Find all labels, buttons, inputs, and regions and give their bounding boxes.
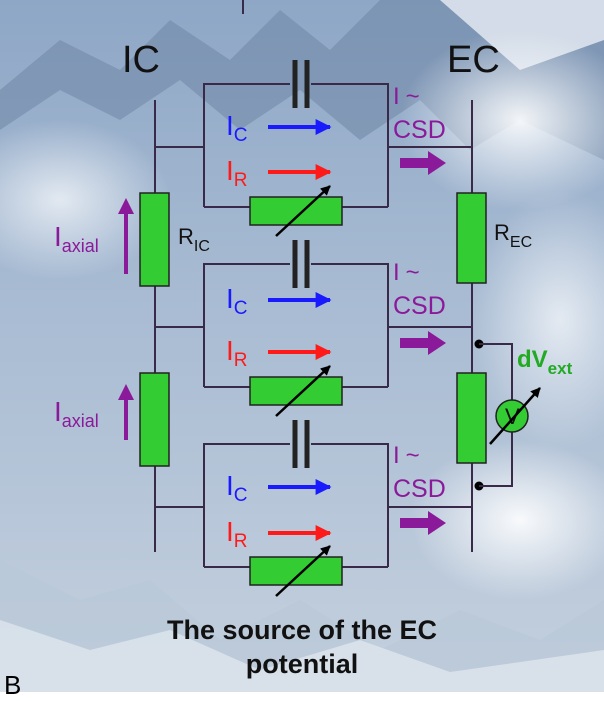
ec-resistor-lower xyxy=(456,372,487,464)
svg-text:CSD: CSD xyxy=(393,116,446,144)
axial-current-label-lower: Iaxial xyxy=(54,396,99,431)
axial-current-arrowhead-lower xyxy=(118,384,134,400)
axial-current-label-upper: Iaxial xyxy=(54,221,99,256)
svg-text:IR: IR xyxy=(226,516,248,552)
axial-current-arrowhead-upper xyxy=(118,198,134,214)
svg-text:I~: I~ xyxy=(393,442,420,469)
svg-text:I~: I~ xyxy=(393,259,420,286)
variable-resistor-3 xyxy=(249,556,343,586)
svg-text:IR: IR xyxy=(226,155,248,191)
variable-resistor-arrow-3 xyxy=(275,545,331,597)
variable-resistor-2 xyxy=(249,376,343,406)
svg-text:IC: IC xyxy=(226,470,248,506)
r-ec-label: REC xyxy=(494,220,532,251)
caption-line-1: The source of the EC xyxy=(166,615,438,645)
csd-label-segment-2: I~ CSD xyxy=(393,259,446,355)
membrane-segment-3 xyxy=(155,420,472,597)
variable-resistor-1 xyxy=(249,196,343,226)
r-ic-resistor xyxy=(139,192,170,287)
dv-ext-label: dVext xyxy=(517,346,573,378)
voltmeter-branch: V xyxy=(474,339,541,491)
panel-letter: B xyxy=(4,670,22,700)
svg-text:CSD: CSD xyxy=(393,475,446,503)
voltmeter-symbol xyxy=(495,399,529,433)
caption-line-2: potential xyxy=(245,649,359,679)
membrane-segment-1 xyxy=(155,60,472,237)
variable-resistor-arrow-1 xyxy=(275,185,331,237)
current-labels-segment-3: IC IR xyxy=(226,470,332,552)
r-ec-resistor xyxy=(456,192,487,284)
ic-label: IC xyxy=(122,39,160,81)
svg-text:CSD: CSD xyxy=(393,292,446,320)
r-ic-label: RIC xyxy=(178,224,210,255)
csd-label-segment-1: I~ CSD xyxy=(393,83,446,175)
ec-label: EC xyxy=(447,39,500,81)
svg-text:I~: I~ xyxy=(393,83,420,110)
membrane-segment-2 xyxy=(155,240,472,417)
variable-resistor-arrow-2 xyxy=(275,365,331,417)
current-labels-segment-1: IC IR xyxy=(226,110,332,191)
svg-text:IC: IC xyxy=(226,110,248,146)
svg-text:IC: IC xyxy=(226,283,248,319)
axial-resistor-lower xyxy=(139,372,170,467)
current-labels-segment-2: IC IR xyxy=(226,283,332,371)
csd-label-segment-3: I~ CSD xyxy=(393,442,446,535)
svg-text:IR: IR xyxy=(226,335,248,371)
